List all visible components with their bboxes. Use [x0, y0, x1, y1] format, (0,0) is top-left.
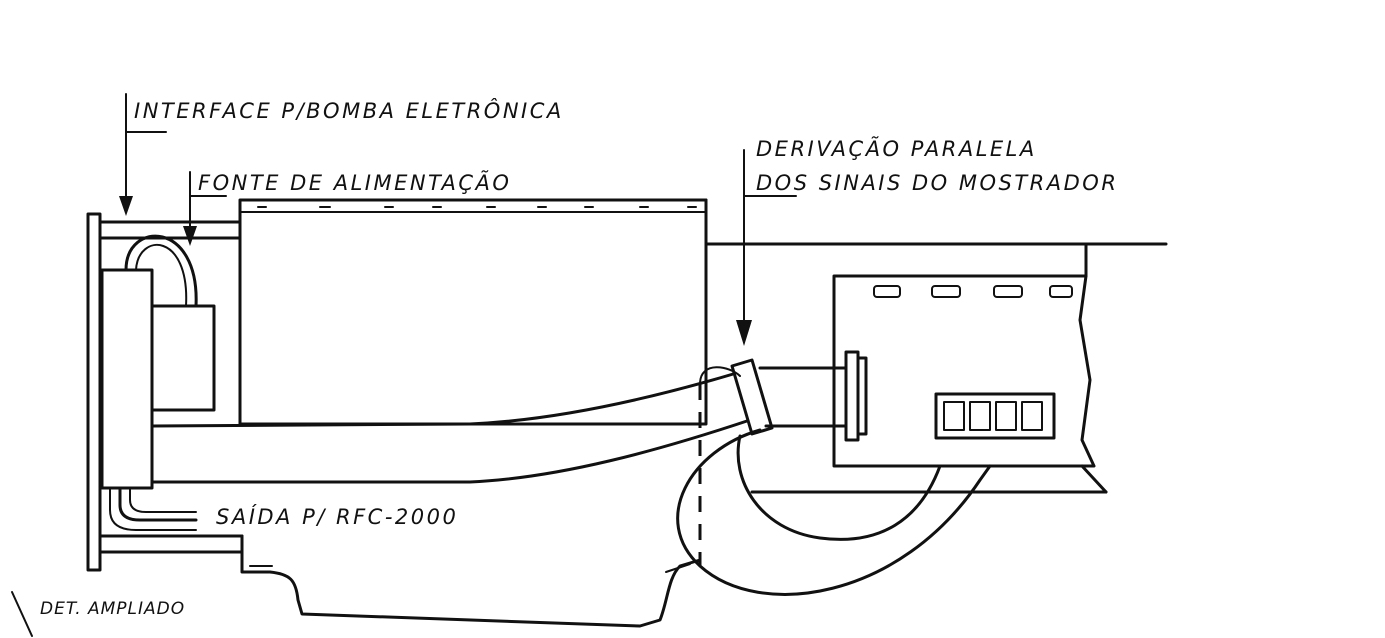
u-tube [676, 366, 992, 596]
label-power-supply: FONTE DE ALIMENTAÇÃO [198, 169, 511, 195]
interface-block [100, 268, 154, 490]
digit-display [934, 392, 1056, 440]
label-parallel-derivation-1: DERIVAÇÃO PARALELA [756, 135, 1037, 161]
elbow-coupling [730, 358, 774, 436]
derivation-pointer [736, 149, 797, 346]
upper-rails [98, 220, 244, 240]
bottom-profile [240, 534, 702, 628]
pipe-connector [758, 350, 868, 442]
panel-slots [873, 285, 1073, 298]
power-supply-pointer [183, 171, 227, 246]
mounting-plate [86, 212, 102, 572]
output-cables [109, 486, 198, 531]
display-panel [832, 242, 1108, 494]
lower-rails [98, 534, 244, 554]
label-output-rfc: SAÍDA P/ RFC-2000 [216, 504, 458, 529]
interface-pointer [119, 93, 167, 216]
curved-duct [150, 370, 752, 484]
power-supply-box [150, 304, 216, 412]
label-interface-pump: INTERFACE P/BOMBA ELETRÔNICA [134, 98, 564, 123]
main-housing [238, 198, 708, 426]
label-detail: DET. AMPLIADO [40, 599, 185, 619]
detail-leader [11, 591, 33, 637]
power-cable-loop [124, 234, 198, 308]
label-parallel-derivation-2: DOS SINAIS DO MOSTRADOR [756, 171, 1118, 195]
